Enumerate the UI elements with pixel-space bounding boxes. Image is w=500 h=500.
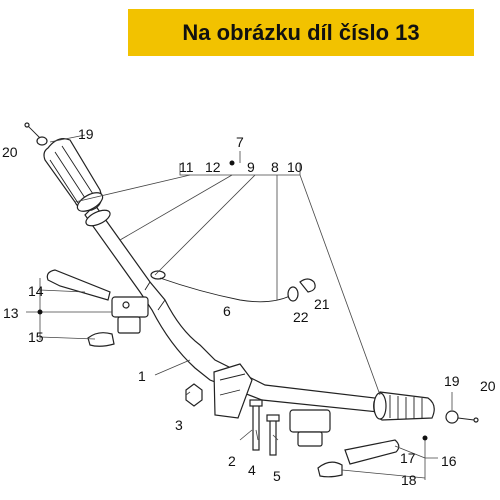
callout-18: 18: [401, 472, 417, 488]
throttle-cable: [159, 277, 316, 303]
right-master-cylinder: [289, 409, 400, 478]
reference-dot-13: [37, 309, 43, 315]
callout-20-left: 20: [2, 144, 18, 160]
left-brake-lever: [46, 269, 111, 301]
callout-19-right: 19: [444, 373, 460, 389]
callout-9: 9: [247, 159, 255, 175]
callout-3: 3: [175, 417, 183, 433]
right-end-cap: [445, 410, 479, 424]
reference-dot-16: [422, 435, 428, 441]
left-grip: [43, 138, 104, 212]
callout-20-right: 20: [480, 378, 496, 394]
callout-8: 8: [271, 159, 279, 175]
reference-dot-12: [229, 160, 235, 166]
left-master-cylinder: [87, 296, 149, 347]
callout-14: 14: [28, 283, 44, 299]
title-banner: Na obrázku díl číslo 13: [128, 9, 474, 56]
leader-lines: [26, 134, 453, 480]
callout-10: 10: [287, 159, 303, 175]
callout-13: 13: [3, 305, 19, 321]
right-grip: [373, 391, 435, 421]
callout-12: 12: [205, 159, 221, 175]
callout-21: 21: [314, 296, 330, 312]
callout-6: 6: [223, 303, 231, 319]
callout-11: 11: [179, 159, 194, 175]
callout-4: 4: [248, 462, 256, 478]
callout-19-left: 19: [78, 126, 94, 142]
callout-22: 22: [293, 309, 309, 325]
callout-labels: 7 11 12 9 8 10 19 20 6 21 22 14 13 15 1 …: [2, 126, 496, 488]
center-mount-bracket: [185, 363, 280, 456]
grip-washer: [85, 209, 111, 227]
callout-7: 7: [236, 134, 244, 150]
callout-2: 2: [228, 453, 236, 469]
left-end-cap: [24, 122, 48, 146]
callout-17: 17: [400, 450, 416, 466]
banner-title: Na obrázku díl číslo 13: [182, 19, 420, 45]
callout-15: 15: [28, 329, 44, 345]
callout-16: 16: [441, 453, 457, 469]
callout-5: 5: [273, 468, 281, 484]
callout-1: 1: [138, 368, 146, 384]
